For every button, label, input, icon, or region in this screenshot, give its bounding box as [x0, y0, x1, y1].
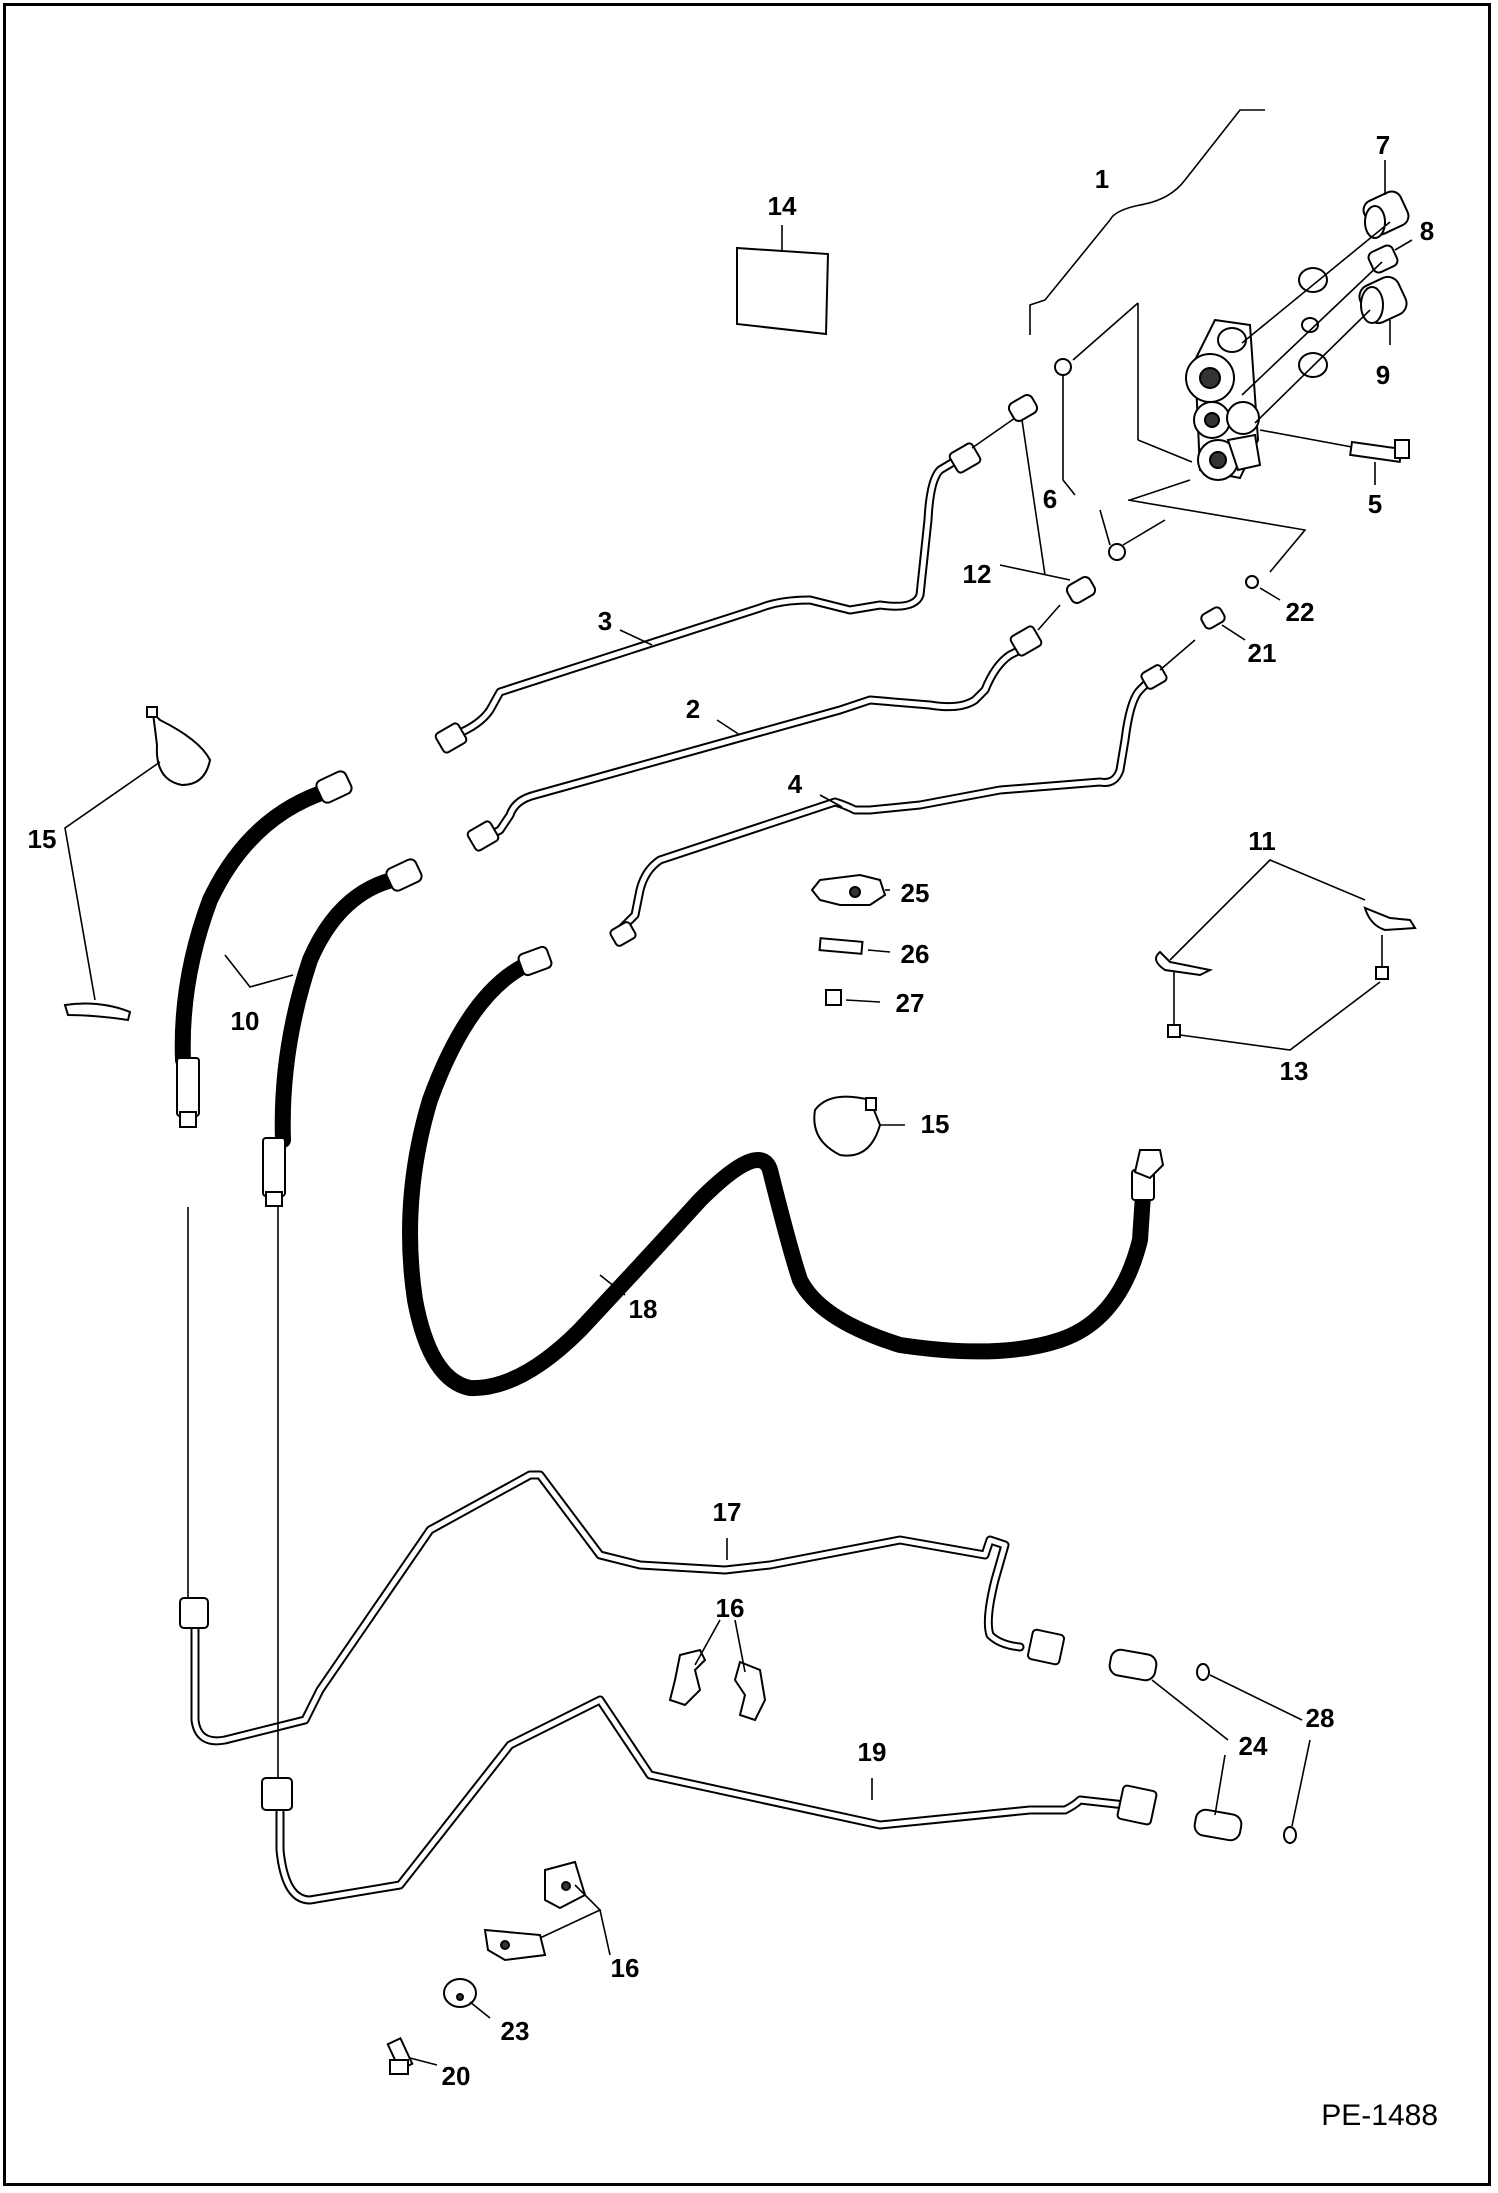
- callout-15a: 15: [28, 824, 57, 854]
- callout-1: 1: [1095, 164, 1109, 194]
- callout-28: 28: [1306, 1703, 1335, 1733]
- fitting-part-12b: [1065, 576, 1097, 604]
- clamp-part-16b: [483, 1860, 611, 1962]
- callout-27: 27: [896, 988, 925, 1018]
- callout-21: 21: [1248, 638, 1277, 668]
- drawing-code: PE-1488: [1321, 2099, 1438, 2132]
- fitting-part-21: [1200, 606, 1226, 630]
- group-bracket-1: [1029, 109, 1265, 335]
- callout-13: 13: [1280, 1056, 1309, 1086]
- callout-3: 3: [598, 606, 612, 636]
- callout-12: 12: [963, 559, 992, 589]
- callout-14: 14: [768, 191, 797, 221]
- o-ring-7: [1298, 267, 1328, 293]
- callout-24: 24: [1239, 1731, 1268, 1761]
- callout-15b: 15: [921, 1109, 950, 1139]
- clip-part-15c: [813, 1095, 905, 1157]
- o-ring-28a: [1196, 1663, 1210, 1681]
- clip-part-15a: [146, 706, 212, 787]
- clamp-part-16a: [668, 1619, 767, 1722]
- callout-9: 9: [1376, 360, 1390, 390]
- callout-20: 20: [442, 2061, 471, 2091]
- o-ring-8: [1301, 317, 1319, 333]
- valve-assembly: [1185, 318, 1262, 481]
- clip-part-15b: [63, 1002, 132, 1022]
- decal-part-14: [736, 246, 830, 336]
- hose-part-10: [174, 770, 423, 1207]
- tube-part-3: [434, 417, 1016, 754]
- callout-5: 5: [1368, 489, 1382, 519]
- callout-4: 4: [788, 769, 803, 799]
- bolt-part-20: [386, 2037, 438, 2075]
- nut-part-13: [1167, 966, 1389, 1038]
- callout-22: 22: [1286, 597, 1315, 627]
- o-ring-6a: [1054, 358, 1072, 376]
- callout-7: 7: [1376, 130, 1390, 160]
- fitting-part-9: [1358, 275, 1408, 345]
- clip-part-25: [810, 873, 890, 906]
- o-ring-6b: [1108, 543, 1126, 561]
- tube-part-17: [179, 1207, 1066, 1746]
- plate-part-26: [818, 937, 864, 955]
- callout-8: 8: [1420, 216, 1434, 246]
- tube-part-4: [609, 639, 1196, 947]
- clip-part-11: [1155, 906, 1417, 977]
- fitting-part-24b: [1193, 1808, 1243, 1842]
- fitting-part-24a: [1108, 1648, 1158, 1682]
- callout-11: 11: [1248, 826, 1276, 856]
- callout-25: 25: [901, 878, 930, 908]
- hose-part-18: [402, 945, 1165, 1397]
- tube-part-2: [466, 604, 1061, 852]
- callout-26: 26: [901, 939, 930, 969]
- callout-18: 18: [629, 1294, 658, 1324]
- callout-16a: 16: [716, 1593, 745, 1623]
- callout-19: 19: [858, 1737, 887, 1767]
- nut-part-27: [825, 989, 842, 1006]
- o-ring-28b: [1283, 1826, 1297, 1844]
- tube-part-19: [261, 1205, 1158, 1905]
- callout-16b: 16: [611, 1953, 640, 1983]
- callout-17: 17: [713, 1497, 742, 1527]
- callout-6: 6: [1043, 484, 1057, 514]
- bolt-part-5: [1259, 429, 1410, 485]
- o-ring-22: [1245, 575, 1259, 589]
- fitting-part-8: [1367, 239, 1413, 274]
- callout-2: 2: [686, 694, 700, 724]
- fitting-part-12a: [1007, 394, 1039, 422]
- callout-23: 23: [501, 2016, 530, 2046]
- callout-10: 10: [231, 1006, 260, 1036]
